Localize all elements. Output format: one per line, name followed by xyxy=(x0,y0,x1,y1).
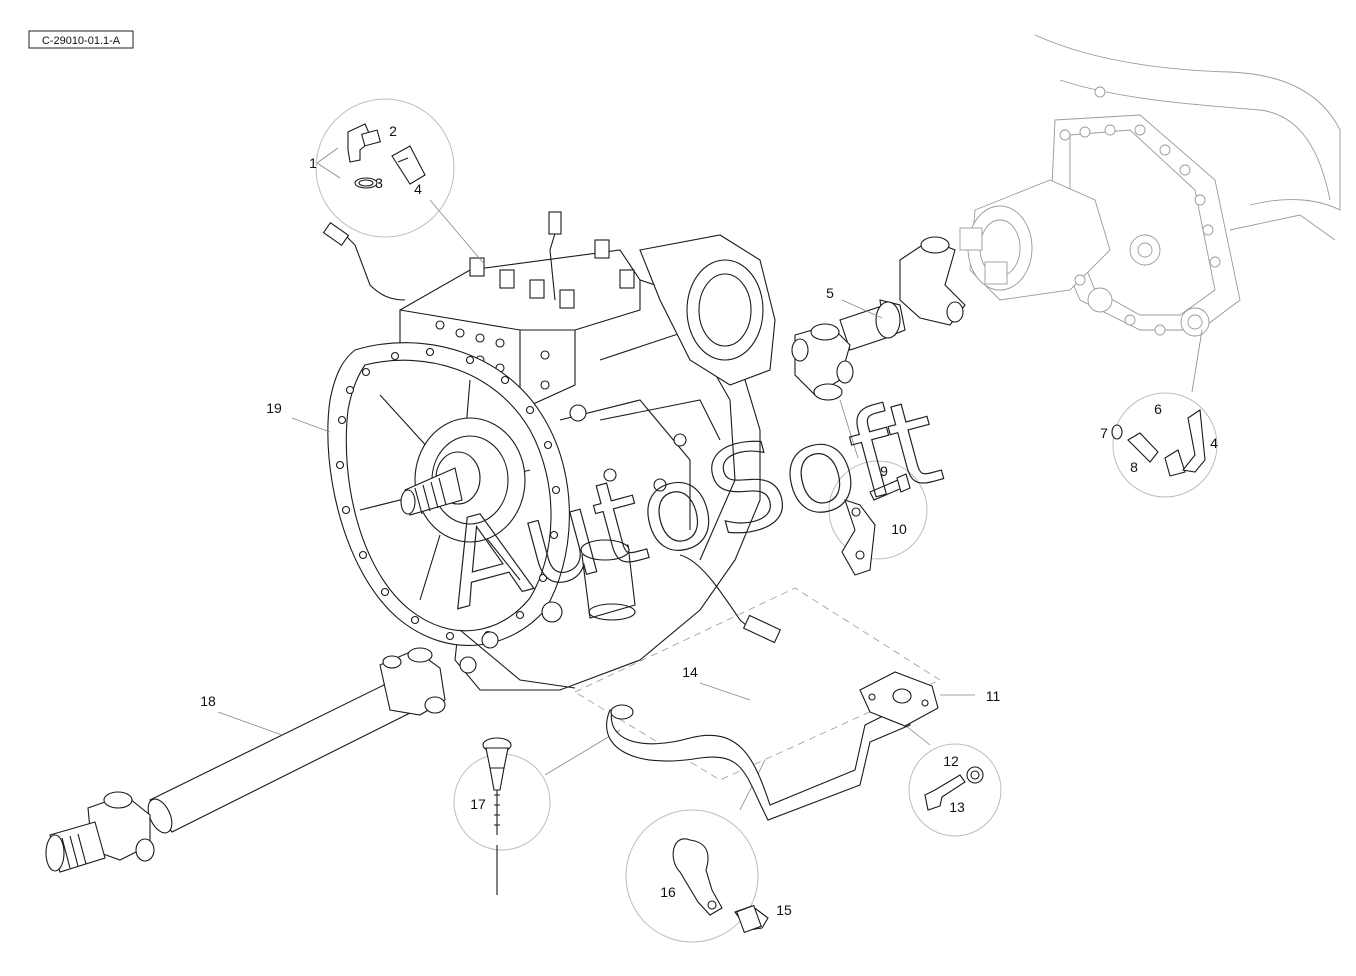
detail-bubble-dipstick xyxy=(453,729,621,895)
callout-7: 7 xyxy=(1100,425,1108,441)
rear-propeller-shaft xyxy=(45,647,446,873)
callout-2: 2 xyxy=(389,123,397,139)
detail-bubble-pipe-clip xyxy=(625,759,769,943)
callout-4-right: 4 xyxy=(1210,435,1218,451)
oil-pipe xyxy=(606,671,975,821)
callout-15: 15 xyxy=(776,902,792,918)
bell-housing-bolts xyxy=(335,347,561,641)
detail-bubble-clamp xyxy=(828,399,928,576)
callout-6: 6 xyxy=(1154,401,1162,417)
callout-1: 1 xyxy=(309,155,317,171)
transmission-assembly xyxy=(322,211,782,691)
input-shaft-splines xyxy=(414,477,447,515)
callout-16: 16 xyxy=(660,884,676,900)
callout-14: 14 xyxy=(682,664,698,680)
detail-bubble-fittings-right xyxy=(1111,329,1218,498)
callout-19: 19 xyxy=(266,400,282,416)
reference-code-box: C-29010-01.1-A xyxy=(28,30,134,49)
callout-12: 12 xyxy=(943,753,959,769)
callout-9: 9 xyxy=(880,463,888,479)
callout-18: 18 xyxy=(200,693,216,709)
callout-4-top: 4 xyxy=(414,181,422,197)
detail-bubble-bolt-washer xyxy=(904,724,1002,837)
callout-labels: 1 2 3 4 4 5 6 7 8 9 10 11 12 13 14 15 16… xyxy=(200,123,1218,918)
callout-13: 13 xyxy=(949,799,965,815)
callout-10: 10 xyxy=(891,521,907,537)
rear-axle-housing xyxy=(959,34,1341,337)
callout-11: 11 xyxy=(986,688,1001,704)
callout-5: 5 xyxy=(826,285,834,301)
shaft-end-splines xyxy=(61,833,87,869)
detail-bubble-fittings-top xyxy=(315,98,486,266)
callout-17: 17 xyxy=(470,796,486,812)
reference-code: C-29010-01.1-A xyxy=(42,35,121,47)
callout-8: 8 xyxy=(1130,459,1138,475)
propeller-shaft-front xyxy=(791,236,966,401)
leader-lines xyxy=(217,299,883,736)
callout-3: 3 xyxy=(375,175,383,191)
